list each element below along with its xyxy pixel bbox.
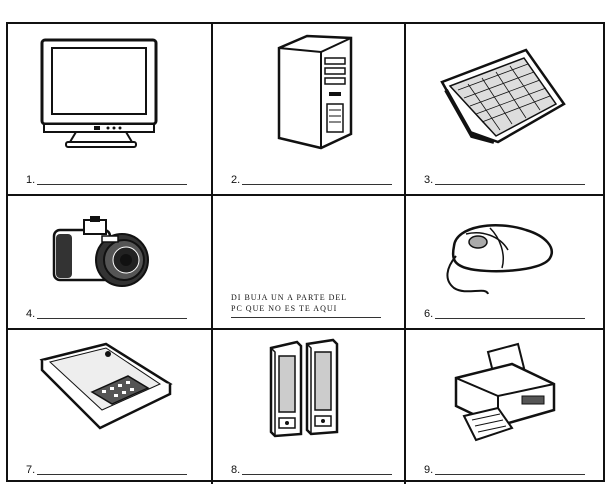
answer-line[interactable] (231, 317, 381, 318)
worksheet-grid: 1. 2. (6, 22, 605, 484)
computer-tower-icon (277, 34, 353, 150)
printer-icon (454, 342, 556, 442)
answer-line[interactable] (242, 474, 393, 475)
draw-prompt-line1: DI BUJA UN A PARTE DEL (231, 293, 348, 302)
answer-line[interactable] (435, 474, 586, 475)
answer-line[interactable] (37, 474, 188, 475)
draw-prompt-line2: PC QUE NO ES TE AQUI (231, 304, 338, 313)
speakers-icon (269, 338, 339, 438)
monitor-icon (40, 38, 158, 148)
draw-prompt: DI BUJA UN A PARTE DEL PC QUE NO ES TE A… (231, 292, 401, 314)
item-number: 1. (26, 174, 36, 186)
answer-2: 2. (231, 174, 393, 186)
answer-line[interactable] (37, 318, 188, 319)
cell-4: 4. (8, 196, 213, 330)
answer-line[interactable] (242, 184, 393, 185)
cell-5: DI BUJA UN A PARTE DEL PC QUE NO ES TE A… (213, 196, 406, 330)
item-number: 9. (424, 464, 434, 476)
answer-6: 6. (424, 308, 586, 320)
answer-8: 8. (231, 464, 393, 476)
answer-9: 9. (424, 464, 586, 476)
cell-9: 9. (406, 330, 603, 484)
cell-6: 6. (406, 196, 603, 330)
answer-7: 7. (26, 464, 188, 476)
item-number: 4. (26, 308, 36, 320)
mouse-icon (446, 224, 553, 295)
cell-2: 2. (213, 24, 406, 196)
cell-3: 3. (406, 24, 603, 196)
item-number: 6. (424, 308, 434, 320)
answer-line[interactable] (37, 184, 188, 185)
item-number: 8. (231, 464, 241, 476)
answer-line[interactable] (435, 184, 586, 185)
answer-1: 1. (26, 174, 188, 186)
scanner-icon (39, 342, 173, 430)
item-number: 2. (231, 174, 241, 186)
camera-icon (52, 216, 149, 287)
item-number: 3. (424, 174, 434, 186)
cell-8: 8. (213, 330, 406, 484)
item-number: 7. (26, 464, 36, 476)
answer-line[interactable] (435, 318, 586, 319)
answer-3: 3. (424, 174, 586, 186)
cell-1: 1. (8, 24, 213, 196)
keyboard-icon (440, 48, 566, 144)
answer-4: 4. (26, 308, 188, 320)
cell-7: 7. (8, 330, 213, 484)
